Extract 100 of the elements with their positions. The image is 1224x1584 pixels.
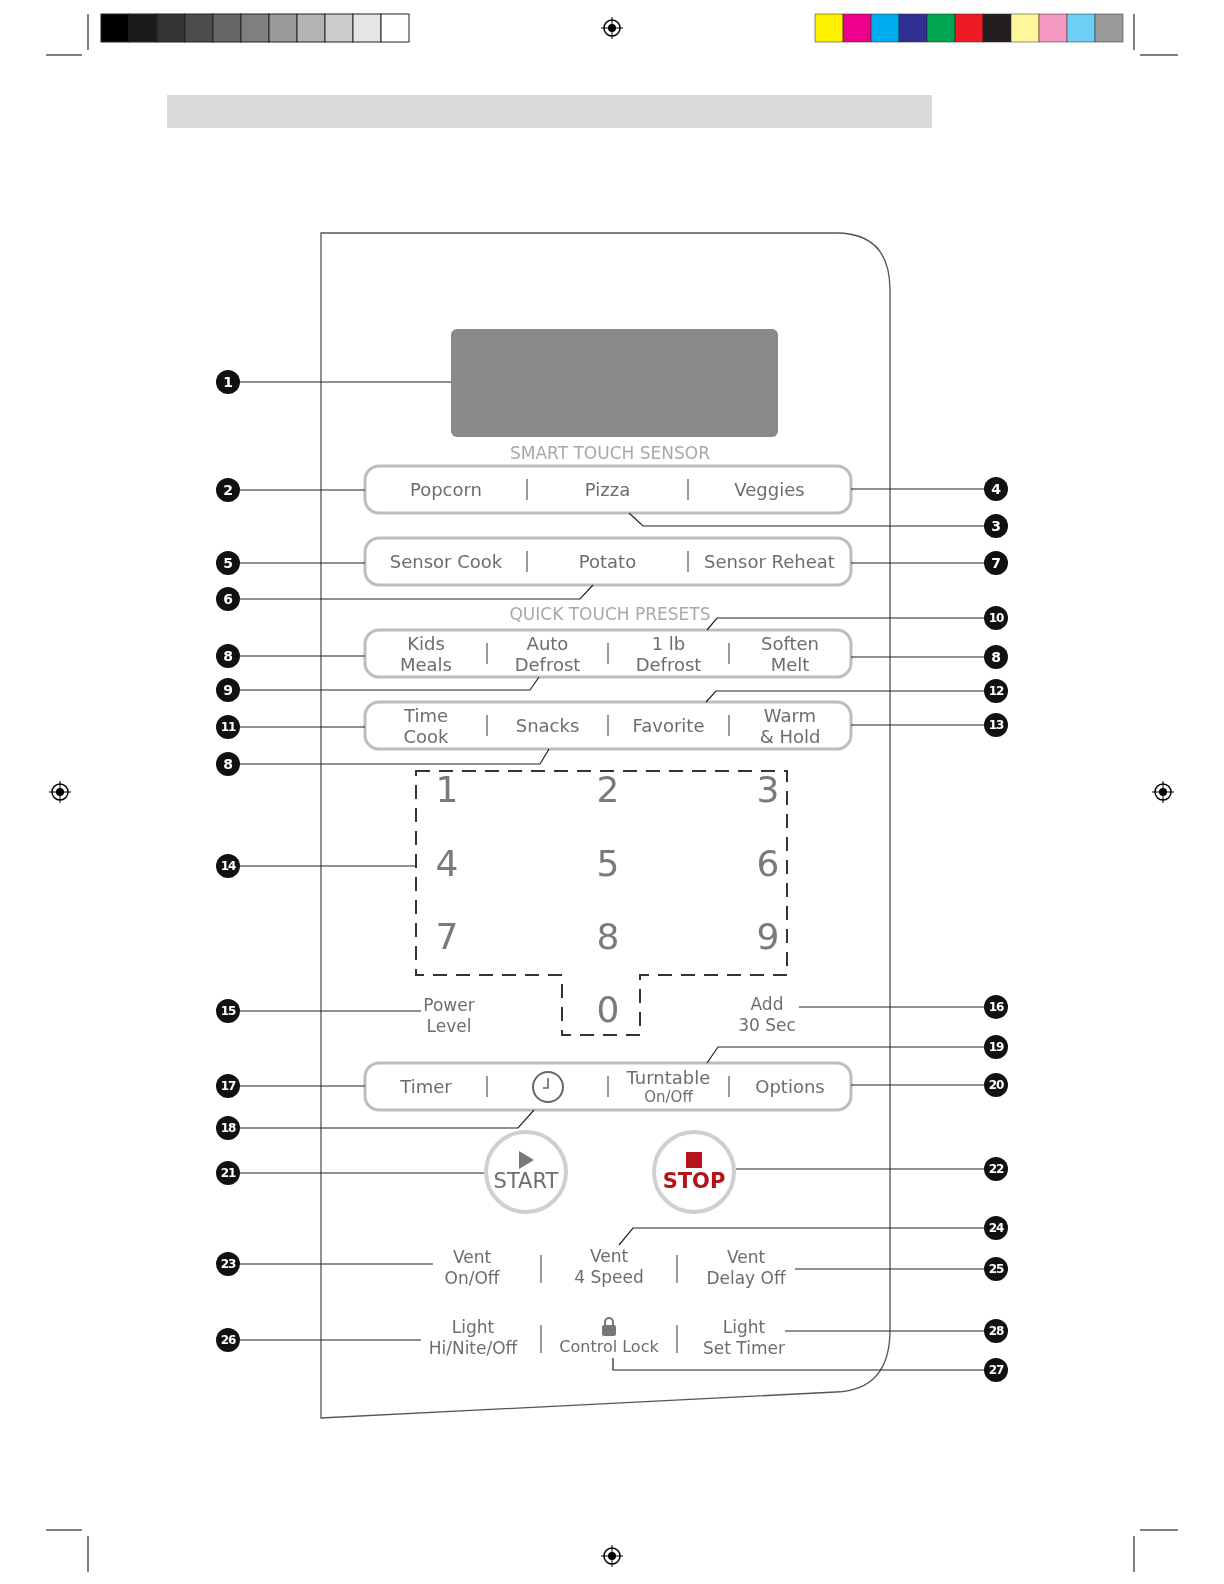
callout-number: 14 xyxy=(216,854,240,878)
callout-number: 19 xyxy=(984,1035,1008,1059)
digit-key: 6 xyxy=(753,842,783,886)
start-button: START xyxy=(484,1130,568,1214)
leader-line xyxy=(706,617,985,631)
leader-line xyxy=(850,1084,985,1086)
touch-key-label: Vent 4 Speed xyxy=(569,1245,649,1289)
callout-number: 25 xyxy=(984,1257,1008,1281)
digit-key: 2 xyxy=(593,768,623,812)
digit-key: 0 xyxy=(593,988,623,1032)
leader-line xyxy=(618,1227,985,1246)
touch-key: Favorite xyxy=(608,702,729,749)
touch-key-label: Light Hi/Nite/Off xyxy=(421,1316,525,1360)
digit-key: 3 xyxy=(753,768,783,812)
callout-number: 13 xyxy=(984,713,1008,737)
callout-number: 8 xyxy=(216,644,240,668)
leader-line xyxy=(706,1046,985,1064)
touch-key: Potato xyxy=(527,538,688,585)
callout-number: 3 xyxy=(984,514,1008,538)
touch-key: Soften Melt xyxy=(729,630,851,677)
digit-key: 4 xyxy=(432,842,462,886)
leader-line xyxy=(850,488,985,490)
touch-key: Control Lock xyxy=(556,1316,662,1358)
callout-number: 4 xyxy=(984,477,1008,501)
touch-key-label: Add 30 Sec xyxy=(735,995,799,1035)
leader-line xyxy=(705,690,985,703)
touch-key-label: Light Set Timer xyxy=(703,1316,785,1360)
section-heading: SMART TOUCH SENSOR xyxy=(509,441,711,465)
leader-line xyxy=(735,1168,985,1170)
leader-line xyxy=(794,1268,985,1270)
callout-number: 24 xyxy=(984,1216,1008,1240)
callout-number: 26 xyxy=(216,1328,240,1352)
leader-line xyxy=(239,381,452,383)
display-screen xyxy=(451,329,778,437)
touch-key: Veggies xyxy=(688,466,851,513)
touch-key: Sensor Reheat xyxy=(688,538,851,585)
key-label: Turntable xyxy=(626,1067,711,1088)
leader-line xyxy=(850,562,985,564)
callout-number: 9 xyxy=(216,678,240,702)
leader-line xyxy=(612,1357,985,1371)
digit-key: 8 xyxy=(593,915,623,959)
callout-number: 7 xyxy=(984,551,1008,575)
callout-number: 16 xyxy=(984,995,1008,1019)
touch-key: 1 lb Defrost xyxy=(608,630,729,677)
digit-key: 5 xyxy=(593,842,623,886)
leader-line xyxy=(798,1006,985,1008)
key-sublabel: On/Off xyxy=(644,1087,693,1106)
touch-key: Time Cook xyxy=(365,702,487,749)
touch-key: Popcorn xyxy=(365,466,527,513)
callout-number: 21 xyxy=(216,1161,240,1185)
callout-number: 1 xyxy=(216,370,240,394)
digit-key: 9 xyxy=(753,915,783,959)
callout-number: 12 xyxy=(984,679,1008,703)
callout-number: 6 xyxy=(216,587,240,611)
touch-key: Options xyxy=(729,1063,851,1110)
callout-number: 23 xyxy=(216,1252,240,1276)
leader-line xyxy=(784,1330,985,1332)
leader-line xyxy=(239,865,416,867)
stop-button: STOP xyxy=(652,1130,736,1214)
touch-key: Pizza xyxy=(527,466,688,513)
leader-line xyxy=(239,748,550,765)
touch-key: Kids Meals xyxy=(365,630,487,677)
leader-line xyxy=(239,1085,366,1087)
touch-key: Warm & Hold xyxy=(729,702,851,749)
touch-key: Sensor Cook xyxy=(365,538,527,585)
callout-number: 8 xyxy=(216,752,240,776)
callout-number: 5 xyxy=(216,551,240,575)
section-heading: QUICK TOUCH PRESETS xyxy=(508,602,712,626)
callout-number: 20 xyxy=(984,1073,1008,1097)
leader-line xyxy=(239,562,366,564)
callout-number: 2 xyxy=(216,478,240,502)
leader-line xyxy=(239,584,594,600)
leader-line xyxy=(628,512,985,527)
touch-key-label: Vent Delay Off xyxy=(697,1246,795,1290)
callout-number: 28 xyxy=(984,1319,1008,1343)
leader-line xyxy=(239,676,540,691)
callout-number: 15 xyxy=(216,999,240,1023)
touch-key-label: Power Level xyxy=(421,996,477,1036)
callout-number: 8 xyxy=(984,645,1008,669)
leader-line xyxy=(850,656,985,658)
leader-line xyxy=(239,1109,535,1129)
callout-number: 22 xyxy=(984,1157,1008,1181)
touch-key: Auto Defrost xyxy=(487,630,608,677)
leader-line xyxy=(850,724,985,726)
leader-line xyxy=(239,726,366,728)
digit-key: 1 xyxy=(432,768,462,812)
touch-key: Timer xyxy=(365,1063,487,1110)
leader-line xyxy=(239,1172,485,1174)
callout-number: 10 xyxy=(984,606,1008,630)
callout-number: 18 xyxy=(216,1116,240,1140)
touch-key-label: Vent On/Off xyxy=(433,1246,511,1290)
leader-line xyxy=(239,1010,422,1012)
touch-key: Snacks xyxy=(487,702,608,749)
leader-line xyxy=(239,1263,434,1265)
callout-number: 27 xyxy=(984,1358,1008,1382)
callout-number: 11 xyxy=(216,715,240,739)
leader-line xyxy=(239,1339,422,1341)
leader-line xyxy=(239,489,366,491)
leader-line xyxy=(239,655,366,657)
digit-key: 7 xyxy=(432,915,462,959)
